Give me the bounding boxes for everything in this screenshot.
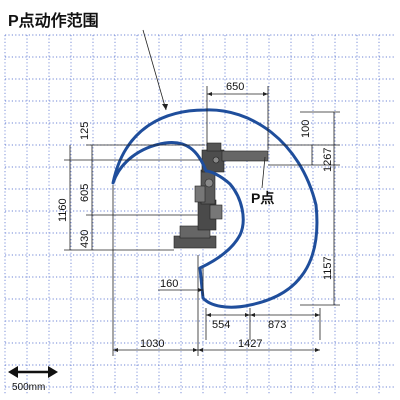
dim-right-offset: 100 — [300, 120, 312, 138]
dim-top-offset: 125 — [79, 122, 91, 140]
dim-max-height-right: 1267 — [322, 148, 334, 172]
dim-inner-radius: 160 — [160, 278, 178, 290]
dim-outer-right-bottom: 873 — [268, 319, 286, 331]
robot-arm-icon — [173, 142, 269, 249]
dim-upper-arm-height: 605 — [79, 184, 91, 202]
diagram-title: P点动作范围 — [8, 11, 99, 30]
dim-total-height-left: 1160 — [57, 198, 69, 222]
dim-right-reach: 1427 — [238, 338, 262, 350]
dim-top-reach: 650 — [226, 81, 244, 93]
scale-bar: 500mm — [8, 366, 58, 393]
dim-base-height: 430 — [79, 230, 91, 248]
dimension-lines — [64, 29, 340, 356]
p-point-label: P点 — [251, 190, 274, 206]
dim-inner-offset-bottom: 554 — [212, 319, 230, 331]
dim-lower-depth-right: 1157 — [322, 256, 334, 280]
dimension-arrows — [113, 92, 320, 352]
motion-envelope — [111, 108, 319, 309]
dim-left-reach: 1030 — [140, 338, 164, 350]
scale-label: 500mm — [12, 382, 45, 393]
